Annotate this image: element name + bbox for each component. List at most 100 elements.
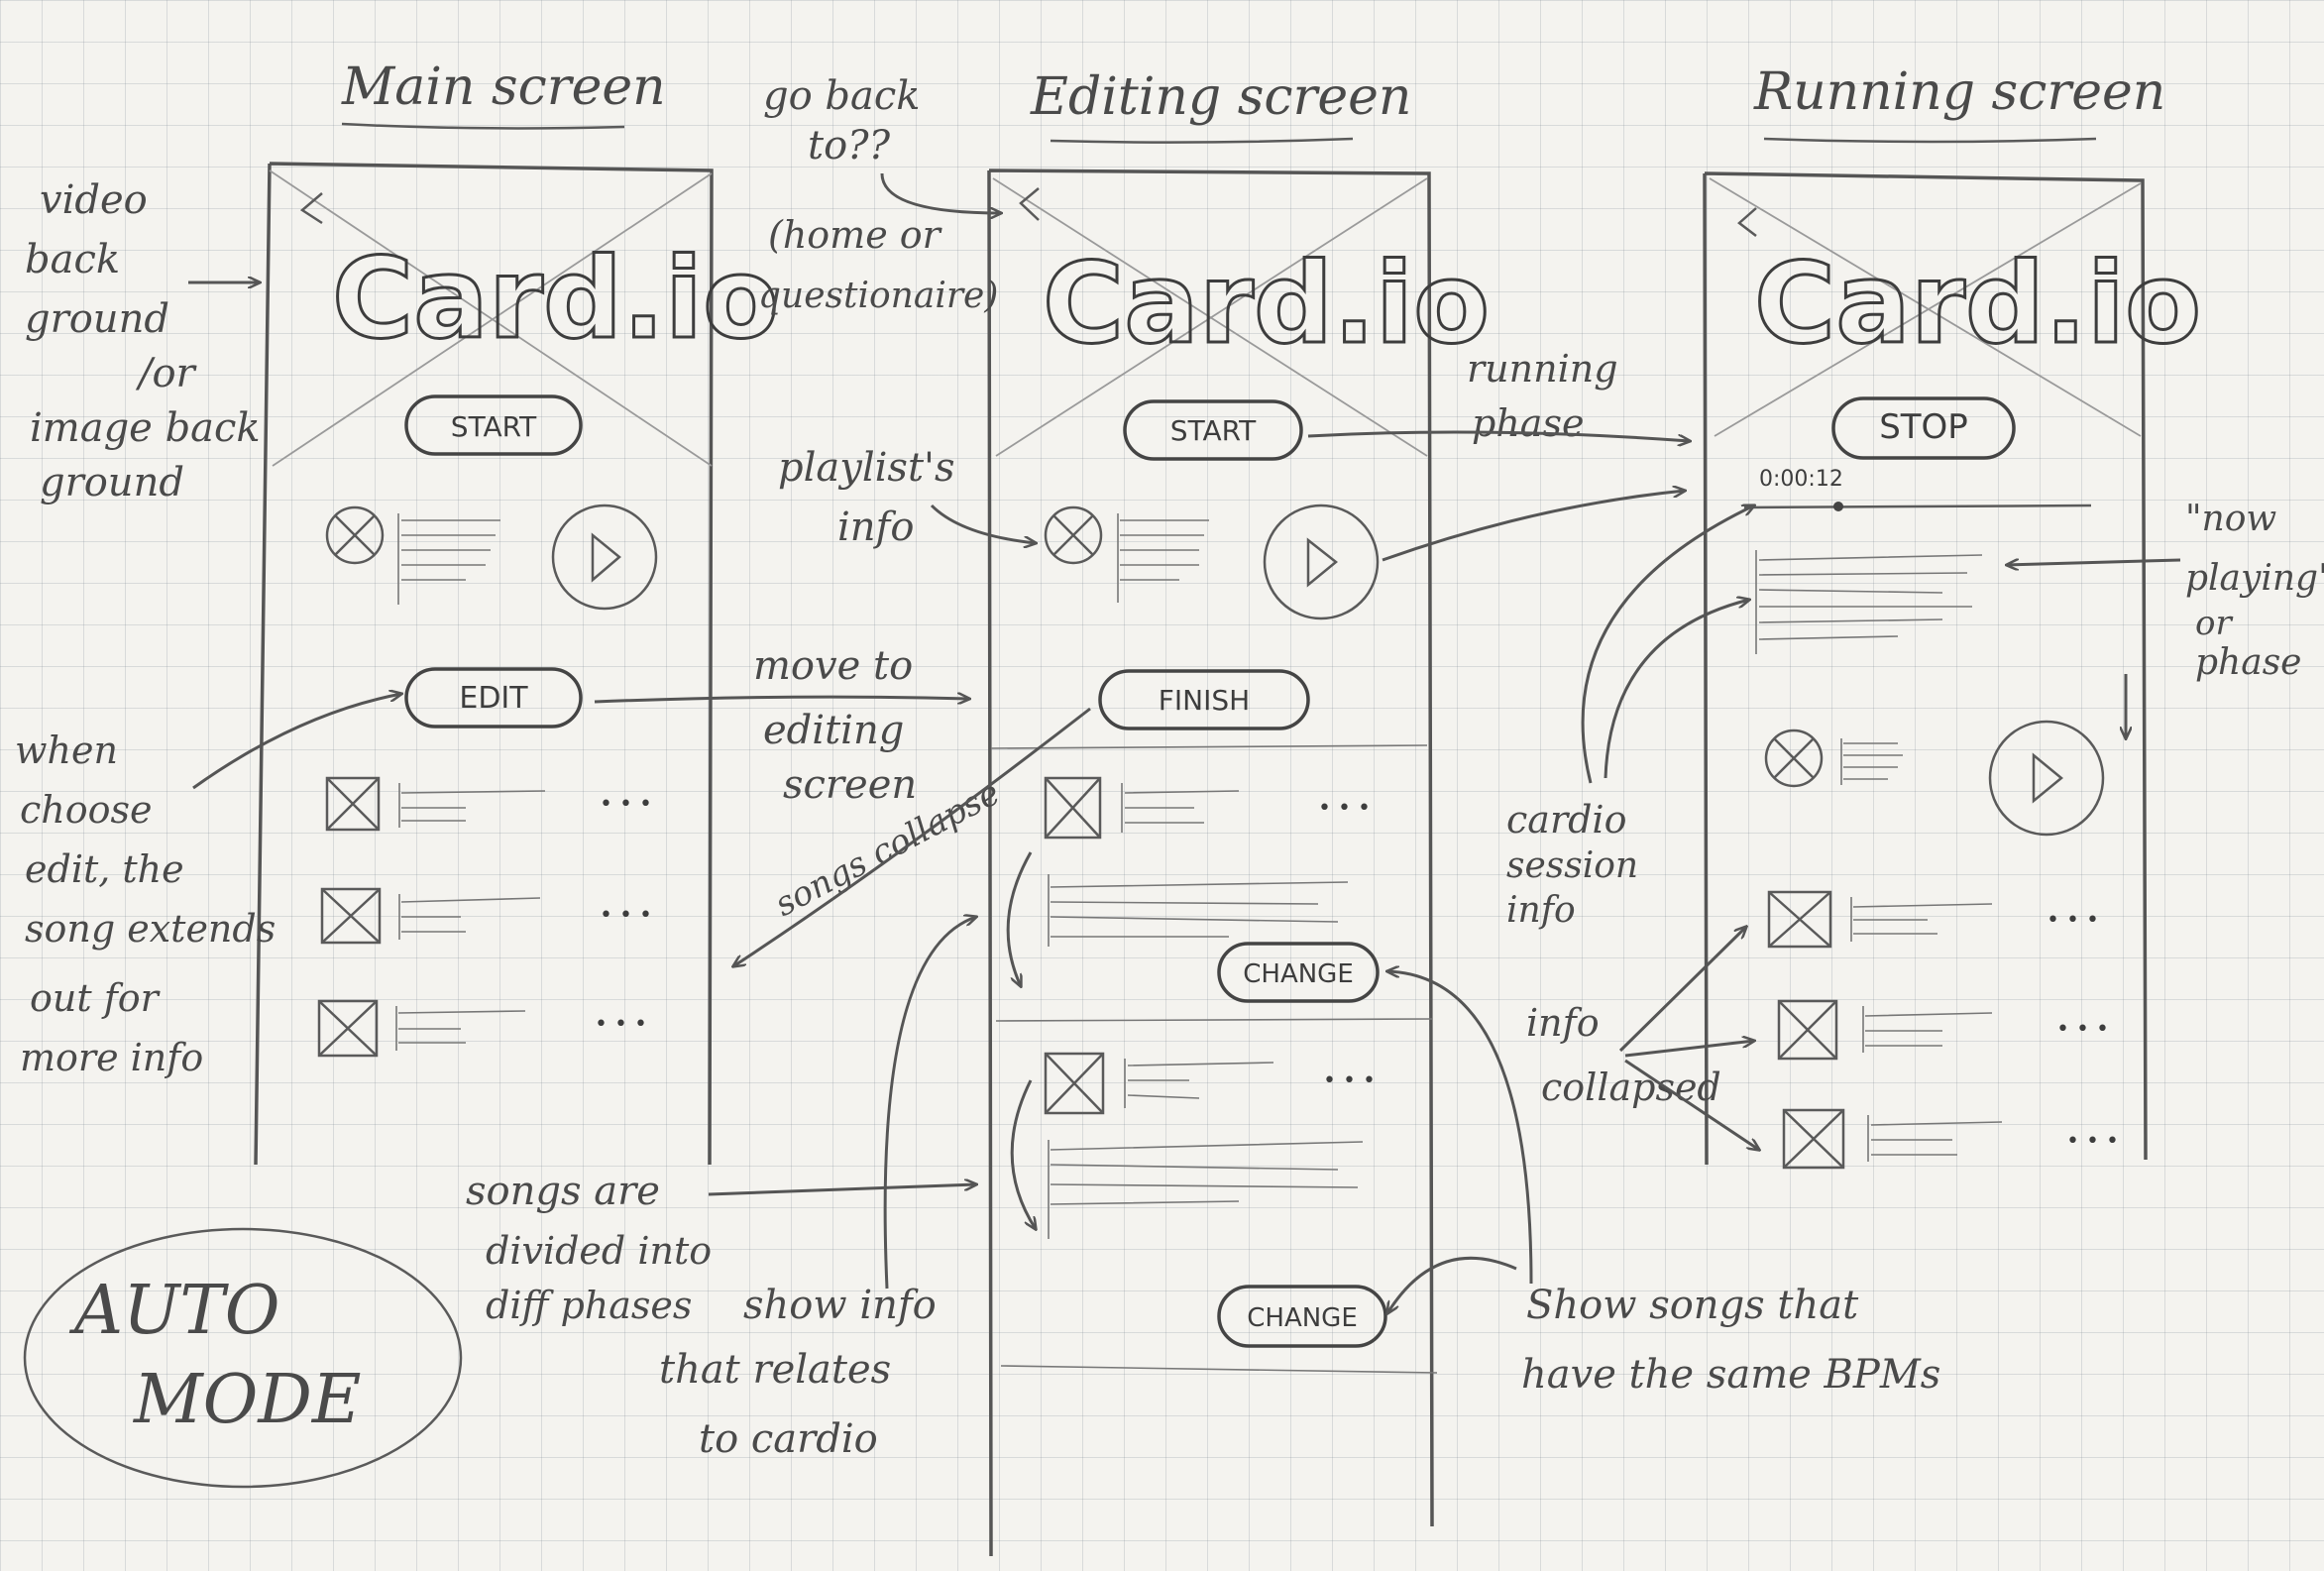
annotation-line: phase <box>2195 642 2301 683</box>
more-icon[interactable]: • • • <box>2056 1017 2109 1042</box>
annotation-line: out for <box>30 976 162 1020</box>
song-thumbnail-x <box>1768 891 1831 948</box>
main-back-chevron-icon[interactable] <box>299 192 323 225</box>
editing-playlist-cover-x <box>1052 514 1094 556</box>
running-timer: 0:00:12 <box>1759 467 1843 492</box>
arrow <box>708 1184 976 1196</box>
annotation-running-phase: running phase <box>1307 347 1690 562</box>
list-item[interactable]: • • • <box>317 999 647 1058</box>
song-thumbnail-x <box>1783 1109 1844 1169</box>
running-progress-knob[interactable] <box>1833 502 1843 511</box>
more-icon[interactable]: • • • <box>1323 1068 1376 1093</box>
editing-start-button[interactable] <box>1123 399 1303 461</box>
annotation-line: back <box>25 237 120 282</box>
annotation-now-playing: "now playing" or phase <box>2007 499 2324 738</box>
more-icon[interactable]: • • • <box>1318 796 1371 821</box>
arrow <box>1581 505 1754 784</box>
running-progress-track[interactable] <box>1743 504 2092 509</box>
song-thumbnail-icon <box>1767 890 1832 949</box>
main-playlist-cover-icon <box>325 505 385 565</box>
annotation-info-collapsed: info collapsed <box>1526 927 1759 1150</box>
song-thumbnail-x <box>318 1000 378 1057</box>
main-playlist-info-lines <box>397 513 500 605</box>
list-item[interactable]: • • • <box>1782 1108 2119 1170</box>
change-button-1[interactable] <box>1217 942 1380 1003</box>
editing-video-placeholder <box>992 177 1428 457</box>
list-item[interactable]: • • • <box>325 776 652 832</box>
annotation-line: /or <box>135 351 198 396</box>
editing-heading-underline <box>1050 137 1354 144</box>
auto-mode-line: MODE <box>132 1361 362 1439</box>
annotation-line: Show songs that <box>1526 1283 1859 1328</box>
song-lines <box>398 783 546 828</box>
more-icon[interactable]: • • • <box>2066 1129 2119 1154</box>
song-lines <box>1850 897 1993 942</box>
annotation-line: go back <box>763 73 921 119</box>
collapse-arrow-1 <box>1006 851 1033 986</box>
list-item[interactable]: • • • <box>1777 999 2109 1061</box>
annotation-line: songs are <box>466 1169 660 1214</box>
editing-screen: Card.io START FINISH • • • CHANGE <box>987 168 1492 1557</box>
annotation-same-bpm: Show songs that have the same BPMs <box>1387 971 1940 1398</box>
running-back-chevron-icon[interactable] <box>1737 207 1757 237</box>
arrow <box>1604 600 1749 779</box>
editing-phase-2: • • • CHANGE <box>1000 1052 1438 1374</box>
editing-logo: Card.io <box>1043 240 1490 369</box>
annotation-go-back: go back to?? (home or questionaire) <box>758 73 1001 316</box>
list-item[interactable]: • • • <box>1767 890 2099 949</box>
annotation-line: show info <box>743 1283 937 1328</box>
annotation-line: video <box>40 177 148 223</box>
more-icon[interactable]: • • • <box>595 1012 647 1037</box>
song-thumbnail-icon <box>320 887 382 945</box>
annotation-line: to?? <box>808 123 891 168</box>
editing-screen-heading: Editing screen <box>1030 67 1411 127</box>
arrow <box>1624 1059 1759 1150</box>
running-play-button[interactable] <box>1988 720 2105 837</box>
song-thumbnail-x <box>321 888 381 944</box>
main-play-button[interactable] <box>551 504 658 611</box>
running-logo: Card.io <box>1754 240 2201 369</box>
annotation-line: move to <box>753 643 913 689</box>
divider <box>990 744 1428 749</box>
arrow <box>1387 971 1533 1285</box>
annotation-line: diff phases <box>486 1284 692 1327</box>
annotation-line: info <box>1526 1001 1600 1045</box>
song-thumbnail-icon <box>1044 776 1102 840</box>
play-icon <box>591 532 621 583</box>
list-item[interactable]: • • • <box>320 887 652 945</box>
annotation-auto-mode: AUTO MODE <box>23 1227 463 1489</box>
arrow <box>1307 430 1690 441</box>
annotation-line: have the same BPMs <box>1521 1352 1940 1398</box>
editing-finish-button[interactable] <box>1098 669 1310 730</box>
annotation-line: collapsed <box>1541 1066 1721 1109</box>
annotation-line: cardio <box>1506 798 1626 842</box>
editing-playlist-info-lines <box>1117 513 1209 603</box>
annotation-show-info: show info that relates to cardio <box>659 917 976 1462</box>
main-screen-frame <box>254 162 714 1166</box>
editing-back-chevron-icon[interactable] <box>1019 187 1040 221</box>
annotation-cardio-session: cardio session info <box>1506 505 1754 931</box>
editing-finish-label: FINISH <box>1159 684 1250 717</box>
more-icon[interactable]: • • • <box>600 903 652 928</box>
running-screen: Card.io STOP 0:00:12 • • • <box>1703 171 2203 1170</box>
annotation-line: ground <box>25 296 169 342</box>
more-icon[interactable]: • • • <box>2047 908 2099 933</box>
running-playlist-cover-icon <box>1764 729 1824 788</box>
annotation-line: choose <box>20 788 153 832</box>
more-icon[interactable]: • • • <box>600 792 652 817</box>
running-playlist-row <box>1764 720 2105 837</box>
arrow <box>733 707 1091 966</box>
editing-play-button[interactable] <box>1263 504 1380 620</box>
main-heading-underline <box>341 122 625 130</box>
editing-playlist-cover-icon <box>1044 505 1103 565</box>
arrow <box>1618 927 1746 1053</box>
annotation-line: ground <box>40 460 184 505</box>
expanded-info-lines <box>1048 874 1349 947</box>
annotation-line: (home or <box>768 213 943 257</box>
main-edit-button[interactable] <box>404 667 583 729</box>
arrow <box>880 172 1001 213</box>
main-start-button[interactable] <box>404 394 583 456</box>
song-thumbnail-icon <box>1777 999 1838 1061</box>
running-stop-button[interactable] <box>1831 396 2016 460</box>
